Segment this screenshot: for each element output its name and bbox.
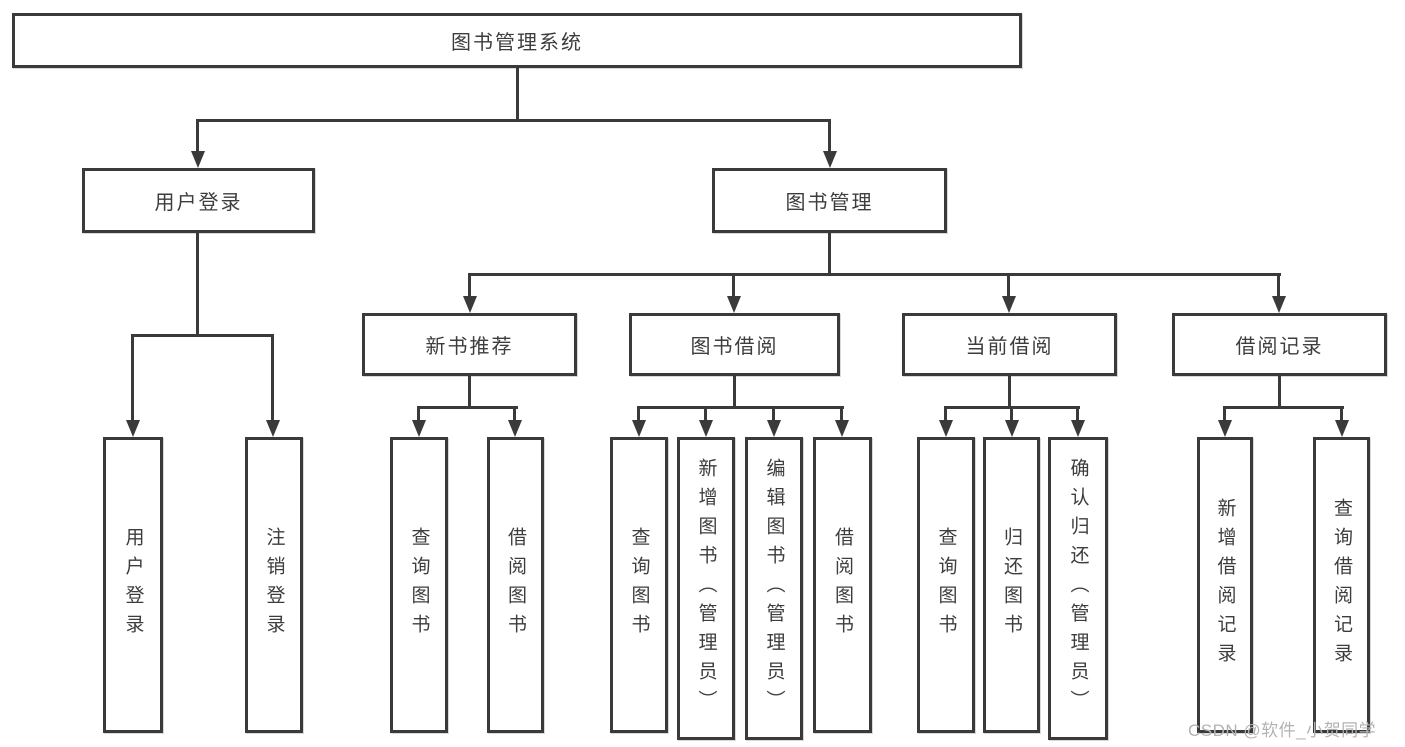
connector-line [1277, 273, 1280, 299]
connector-line [516, 68, 519, 122]
connector-line [131, 334, 134, 422]
leaf-add-book-admin: 新增图书（管理员） [677, 437, 735, 740]
node-label: 新增借阅记录 [1214, 498, 1236, 672]
connector-line [1340, 406, 1343, 423]
node-label: 新书推荐 [425, 336, 514, 358]
connector-line [828, 119, 831, 154]
node-borrowing-records: 借阅记录 [1172, 313, 1387, 376]
connector-line [197, 119, 831, 122]
leaf-logout: 注销登录 [245, 437, 303, 733]
leaf-user-login: 用户登录 [103, 437, 163, 733]
node-label: 借阅记录 [1235, 336, 1324, 358]
connector-line [132, 334, 274, 337]
node-label: 归还图书 [1001, 527, 1022, 643]
arrowhead [1005, 420, 1019, 437]
leaf-query-books-current: 查询图书 [917, 437, 975, 733]
arrowhead [1335, 420, 1349, 437]
leaf-borrow-books-recommend: 借阅图书 [487, 437, 544, 733]
arrowhead [463, 296, 477, 313]
arrowhead [126, 420, 140, 437]
arrowhead [1002, 296, 1016, 313]
connector-line [196, 119, 199, 154]
connector-line [1007, 273, 1010, 299]
connector-line [1223, 406, 1226, 423]
arrowhead [266, 420, 280, 437]
connector-line [271, 334, 274, 422]
node-label: 编辑图书（管理员） [763, 458, 785, 719]
connector-line [513, 406, 516, 423]
connector-line [468, 273, 471, 299]
node-label: 注销登录 [263, 527, 285, 643]
connector-line [1010, 406, 1013, 423]
node-label: 确认归还（管理员） [1067, 458, 1089, 719]
connector-line [828, 233, 831, 276]
connector-line [468, 376, 471, 409]
node-label: 查询借阅记录 [1331, 498, 1352, 672]
leaf-borrow-books-borrowing: 借阅图书 [813, 437, 872, 733]
arrowhead [939, 420, 953, 437]
node-label: 借阅图书 [505, 527, 526, 643]
leaf-edit-book-admin: 编辑图书（管理员） [745, 437, 803, 740]
arrowhead [1071, 420, 1085, 437]
connector-line [772, 406, 775, 423]
node-label: 借阅图书 [832, 527, 853, 643]
connector-line [840, 406, 843, 423]
leaf-add-borrow-record: 新增借阅记录 [1197, 437, 1253, 733]
node-user-login: 用户登录 [82, 168, 315, 233]
connector-line [1076, 406, 1079, 423]
arrowhead [835, 420, 849, 437]
node-label: 用户登录 [154, 192, 243, 214]
arrowhead [727, 296, 741, 313]
arrowhead [1218, 420, 1232, 437]
leaf-query-borrow-record: 查询借阅记录 [1313, 437, 1370, 733]
node-book-management-system: 图书管理系统 [12, 13, 1022, 68]
connector-line [468, 273, 1281, 276]
connector-line [944, 406, 947, 423]
arrowhead [508, 420, 522, 437]
arrowhead [699, 420, 713, 437]
connector-line [733, 376, 736, 409]
leaf-confirm-return-admin: 确认归还（管理员） [1048, 437, 1108, 740]
node-label: 查询图书 [935, 527, 957, 643]
connector-line [418, 406, 518, 409]
connector-line [1008, 376, 1011, 409]
leaf-query-books-borrowing: 查询图书 [610, 437, 668, 733]
connector-line [196, 233, 199, 337]
node-current-borrowing: 当前借阅 [902, 313, 1117, 376]
leaf-return-books: 归还图书 [983, 437, 1040, 733]
arrowhead [823, 151, 837, 168]
node-label: 用户登录 [122, 527, 144, 643]
arrowhead [767, 420, 781, 437]
connector-line [704, 406, 707, 423]
arrowhead [632, 420, 646, 437]
arrowhead [1272, 296, 1286, 313]
node-label: 图书管理 [785, 192, 874, 214]
connector-line [637, 406, 640, 423]
node-label: 查询图书 [408, 527, 430, 643]
connector-line [1278, 376, 1281, 409]
node-book-borrowing: 图书借阅 [629, 313, 840, 376]
node-label: 查询图书 [628, 527, 650, 643]
node-label: 图书管理系统 [451, 32, 583, 54]
connector-line [1224, 406, 1344, 409]
node-label: 图书借阅 [690, 336, 779, 358]
node-label: 新增图书（管理员） [695, 458, 717, 719]
csdn-watermark: CSDN @软件_小贺同学 [1188, 721, 1377, 740]
connector-line [417, 406, 420, 423]
arrowhead [191, 151, 205, 168]
node-label: 当前借阅 [965, 336, 1054, 358]
connector-line [638, 406, 844, 409]
connector-line [732, 273, 735, 299]
node-book-management: 图书管理 [712, 168, 947, 233]
arrowhead [412, 420, 426, 437]
leaf-query-books-recommend: 查询图书 [390, 437, 448, 733]
node-new-book-recommend: 新书推荐 [362, 313, 577, 376]
